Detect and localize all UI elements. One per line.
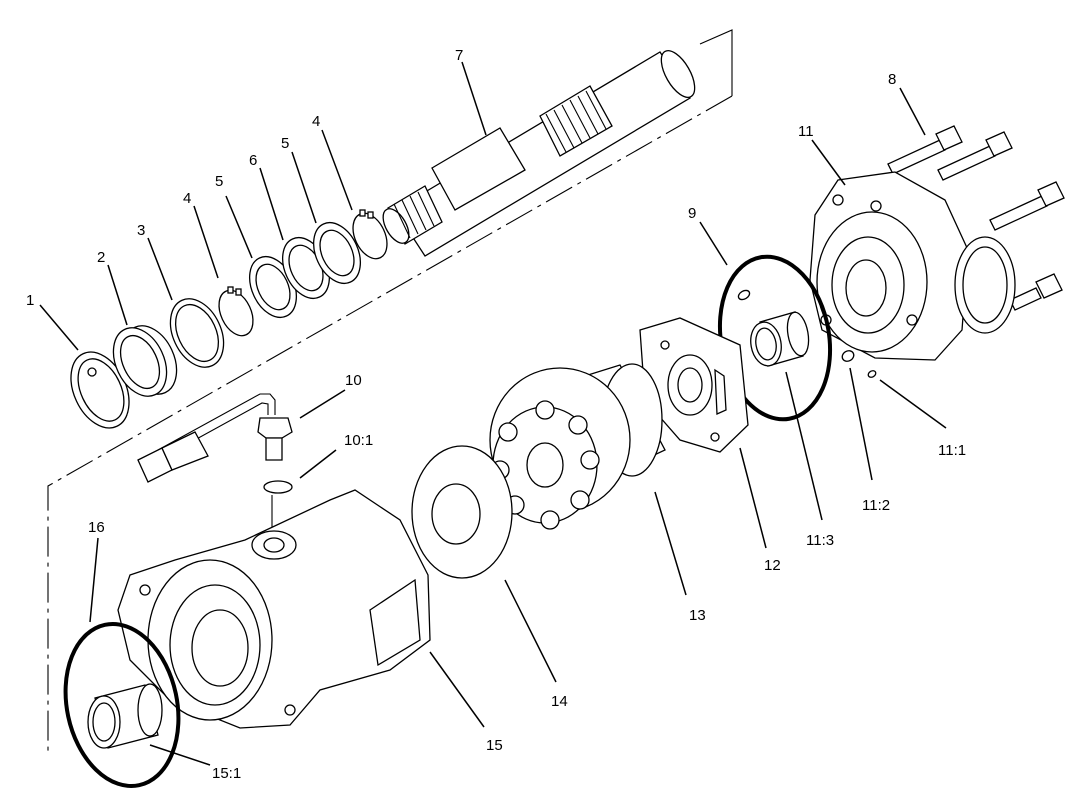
seal-ring-3 [169,298,225,368]
label-16: 16 [88,519,105,536]
o-ring-10-1 [263,480,293,494]
center-lines [47,29,733,752]
label-7: 7 [455,47,463,64]
label-9: 9 [688,205,696,222]
bolt [1009,273,1063,311]
label-11-1: 11:1 [938,442,966,459]
bushing-11-3 [737,289,810,367]
snap-ring-4b [352,209,388,260]
label-15-1: 15:1 [212,765,241,782]
valve-plate-12 [639,317,749,453]
label-10-1: 10:1 [344,432,373,449]
label-3: 3 [137,222,145,239]
thrust-washer-5b [313,222,361,284]
pin-11-1 [867,370,877,378]
label-11-2: 11:2 [862,497,890,514]
label-2: 2 [97,249,105,266]
snap-ring-4a [218,286,254,337]
bolt [989,181,1065,231]
bolt [937,131,1013,181]
bushing-15-1 [87,683,163,749]
label-8: 8 [888,71,896,88]
speed-sensor-10 [137,393,293,483]
cylinder-block-13 [489,363,666,530]
label-6: 6 [249,152,257,169]
bolts-8 [887,125,1065,311]
housing-15 [117,489,431,729]
callout-circle-16 [63,621,181,789]
label-5b: 5 [281,135,289,152]
bolt [887,125,963,175]
end-cap-11 [809,171,1016,361]
callout-labels: 1 2 3 4 5 6 5 4 7 8 11 9 10 10:1 11:1 11… [26,47,966,782]
label-5a: 5 [215,173,223,190]
swash-plate-14 [411,445,513,579]
retaining-ring-1 [70,351,130,429]
label-4b: 4 [312,113,320,130]
label-12: 12 [764,557,781,574]
label-1: 1 [26,292,34,309]
label-13: 13 [689,607,706,624]
label-15: 15 [486,737,503,754]
label-10: 10 [345,372,362,389]
label-11: 11 [798,123,814,140]
leader-lines [39,61,947,766]
label-4a: 4 [183,190,191,207]
bearing-race-2 [112,325,178,397]
label-14: 14 [551,693,568,710]
dowel-pin-11-2 [841,350,855,362]
label-11-3: 11:3 [806,532,834,549]
drive-shaft-7 [382,50,696,257]
